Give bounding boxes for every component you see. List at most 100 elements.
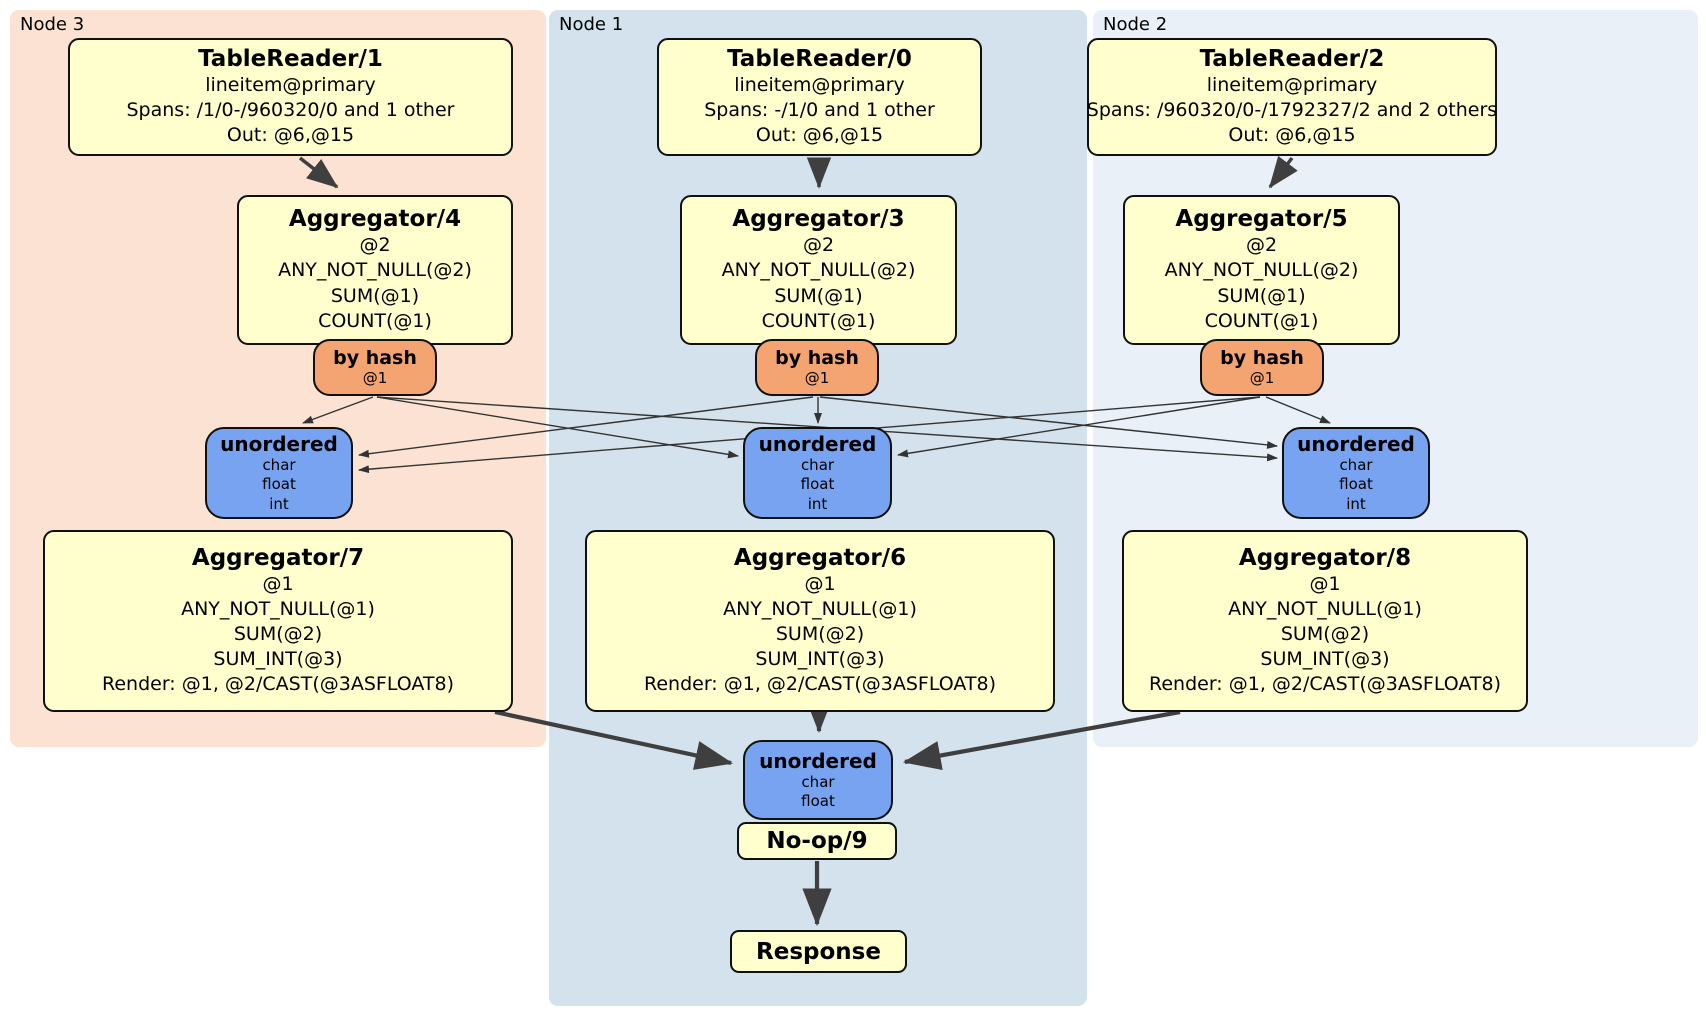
router-title: by hash [333, 346, 417, 369]
node2-label: Node 2 [1103, 14, 1168, 35]
sync-unordered-right: unordered char float int [1282, 427, 1430, 519]
processor-detail: SUM_INT(@3) [213, 648, 343, 671]
processor-aggregator-8: Aggregator/8 @1 ANY_NOT_NULL(@1) SUM(@2)… [1122, 530, 1528, 712]
sync-stream: float [800, 475, 835, 494]
sync-stream: char [801, 772, 835, 791]
sync-title: unordered [758, 431, 877, 456]
sync-unordered-center: unordered char float int [743, 427, 892, 519]
processor-detail: lineitem@primary [1206, 73, 1378, 96]
processor-detail: COUNT(@1) [1204, 309, 1319, 332]
processor-tablereader-2: TableReader/2 lineitem@primary Spans: /9… [1087, 38, 1497, 156]
processor-detail: @1 [804, 572, 836, 595]
sync-stream: int [269, 494, 289, 513]
processor-detail: Render: @1, @2/CAST(@3ASFLOAT8) [644, 673, 996, 696]
processor-aggregator-6: Aggregator/6 @1 ANY_NOT_NULL(@1) SUM(@2)… [585, 530, 1055, 712]
edge-hashL-syncC [376, 396, 739, 459]
processor-detail: ANY_NOT_NULL(@1) [723, 597, 917, 620]
stage2-arrows [494, 695, 1181, 927]
processor-detail: SUM(@2) [775, 623, 865, 646]
processor-tablereader-0: TableReader/0 lineitem@primary Spans: -/… [657, 38, 982, 156]
stage1-arrows [298, 155, 1298, 189]
processor-aggregator-3: Aggregator/3 @2 ANY_NOT_NULL(@2) SUM(@1)… [680, 195, 957, 345]
processor-title: TableReader/0 [727, 45, 912, 72]
processor-title: Aggregator/3 [732, 206, 905, 233]
sync-stream: char [262, 455, 296, 474]
sync-stream: char [1339, 455, 1373, 474]
router-detail: @1 [362, 368, 388, 387]
processor-detail: @1 [262, 572, 294, 595]
processor-title: Aggregator/8 [1238, 544, 1412, 571]
processor-detail: Out: @6,@15 [755, 124, 884, 147]
processor-detail: @2 [1245, 234, 1278, 257]
processor-detail: COUNT(@1) [761, 309, 876, 332]
processor-detail: ANY_NOT_NULL(@1) [1228, 597, 1422, 620]
processor-detail: Render: @1, @2/CAST(@3ASFLOAT8) [102, 673, 454, 696]
processor-aggregator-4: Aggregator/4 @2 ANY_NOT_NULL(@2) SUM(@1)… [237, 195, 513, 345]
processor-detail: Out: @6,@15 [1228, 124, 1356, 147]
processor-tablereader-1: TableReader/1 lineitem@primary Spans: /1… [68, 38, 513, 156]
processor-noop-9: No-op/9 [737, 822, 897, 860]
processor-detail: SUM(@1) [774, 284, 863, 307]
processor-detail: SUM(@2) [1280, 623, 1370, 646]
processor-detail: SUM_INT(@3) [755, 648, 885, 671]
processor-detail: lineitem@primary [734, 73, 905, 96]
router-by-hash-left: by hash @1 [313, 339, 437, 396]
processor-detail: ANY_NOT_NULL(@2) [278, 259, 472, 282]
edge-hashR-syncC [897, 396, 1261, 458]
sync-unordered-left: unordered char float int [205, 427, 353, 519]
processor-detail: @2 [359, 234, 391, 257]
processor-detail: SUM(@1) [1217, 284, 1306, 307]
sync-unordered-final: unordered char float [743, 740, 893, 820]
node3-label: Node 3 [20, 14, 85, 35]
sync-stream: int [1346, 494, 1366, 513]
processor-title: TableReader/2 [1199, 45, 1385, 72]
sync-stream: float [801, 792, 835, 810]
edge-hashL-syncL [302, 396, 374, 424]
processor-detail: Spans: -/1/0 and 1 other [704, 99, 935, 122]
processor-detail: SUM_INT(@3) [1260, 648, 1390, 671]
sync-stream: float [262, 475, 296, 494]
router-detail: @1 [1249, 368, 1275, 387]
processor-aggregator-5: Aggregator/5 @2 ANY_NOT_NULL(@2) SUM(@1)… [1123, 195, 1400, 345]
processor-title: Aggregator/4 [288, 206, 462, 233]
edge-hashR-syncR [1265, 396, 1331, 424]
processor-detail: Spans: /1/0-/960320/0 and 1 other [126, 99, 455, 122]
processor-title: Aggregator/6 [733, 544, 907, 571]
edge-tr2-agg5 [1268, 155, 1298, 189]
processor-detail: ANY_NOT_NULL(@2) [1164, 259, 1359, 282]
processor-title: No-op/9 [766, 828, 868, 854]
edge-agg7-final [494, 709, 734, 770]
router-title: by hash [1220, 346, 1304, 369]
edge-tr1-agg4 [298, 156, 339, 189]
processor-detail: Render: @1, @2/CAST(@3ASFLOAT8) [1149, 673, 1501, 696]
sync-stream: char [800, 455, 835, 474]
processor-detail: ANY_NOT_NULL(@2) [721, 259, 916, 282]
processor-detail: lineitem@primary [205, 73, 376, 96]
node1-label: Node 1 [559, 14, 624, 35]
processor-detail: SUM(@2) [233, 623, 323, 646]
edge-agg8-final [902, 709, 1181, 771]
edge-hashC-syncL [358, 396, 814, 458]
sync-stream: float [1339, 475, 1373, 494]
response-title: Response [756, 938, 881, 965]
router-detail: @1 [804, 368, 830, 387]
processor-detail: Spans: /960320/0-/1792327/2 and 2 others [1086, 99, 1498, 122]
edge-hashC-syncR [819, 396, 1278, 449]
processor-title: TableReader/1 [198, 45, 383, 72]
processor-detail: COUNT(@1) [318, 309, 432, 332]
router-by-hash-center: by hash @1 [755, 339, 879, 396]
processor-detail: SUM(@1) [330, 284, 420, 307]
sync-title: unordered [759, 748, 877, 773]
response-node: Response [730, 930, 907, 973]
sync-stream: int [807, 494, 828, 513]
processor-detail: ANY_NOT_NULL(@1) [181, 597, 375, 620]
processor-detail: @1 [1309, 572, 1341, 595]
processor-detail: @2 [802, 234, 835, 257]
processor-title: Aggregator/7 [191, 544, 365, 571]
processor-title: Aggregator/5 [1175, 206, 1348, 233]
processor-aggregator-7: Aggregator/7 @1 ANY_NOT_NULL(@1) SUM(@2)… [43, 530, 513, 712]
sync-title: unordered [1297, 431, 1415, 456]
processor-detail: Out: @6,@15 [226, 124, 355, 147]
